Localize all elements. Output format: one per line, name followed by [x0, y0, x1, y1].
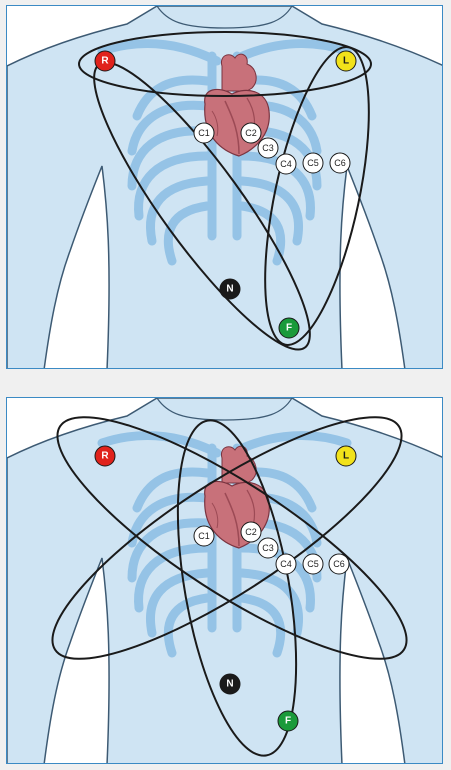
- limb-lead-F: F: [279, 318, 299, 338]
- chest-lead-C2: C2: [241, 522, 261, 542]
- torso-diagram-bottom: R L N F C1 C2 C3 C4: [7, 398, 443, 764]
- limb-lead-N: N: [220, 674, 240, 694]
- chest-lead-C5: C5: [303, 153, 323, 173]
- svg-text:F: F: [286, 323, 292, 334]
- svg-text:C6: C6: [333, 559, 345, 569]
- svg-text:C4: C4: [280, 159, 292, 169]
- chest-lead-C3: C3: [258, 138, 278, 158]
- svg-text:R: R: [101, 56, 109, 67]
- svg-text:C3: C3: [262, 543, 274, 553]
- chest-lead-C2: C2: [241, 123, 261, 143]
- chest-lead-C3: C3: [258, 538, 278, 558]
- limb-lead-L: L: [336, 51, 356, 71]
- svg-text:C1: C1: [198, 128, 210, 138]
- einthoven-triangle-panel: R L N F C1 C2 C3 C4: [6, 5, 443, 369]
- svg-text:L: L: [343, 451, 349, 462]
- svg-text:C2: C2: [245, 527, 257, 537]
- chest-lead-C1: C1: [194, 526, 214, 546]
- limb-lead-L: L: [336, 446, 356, 466]
- limb-lead-F: F: [278, 711, 298, 731]
- chest-lead-C4: C4: [276, 154, 296, 174]
- svg-text:C5: C5: [307, 158, 319, 168]
- svg-text:L: L: [343, 56, 349, 67]
- chest-lead-C5: C5: [303, 554, 323, 574]
- svg-text:R: R: [101, 451, 109, 462]
- limb-lead-R: R: [95, 51, 115, 71]
- augmented-leads-panel: R L N F C1 C2 C3 C4: [6, 397, 443, 764]
- svg-text:C2: C2: [245, 128, 257, 138]
- chest-lead-C6: C6: [329, 554, 349, 574]
- chest-lead-C4: C4: [276, 554, 296, 574]
- torso-diagram-top: R L N F C1 C2 C3 C4: [7, 6, 443, 369]
- svg-text:C5: C5: [307, 559, 319, 569]
- chest-lead-C6: C6: [330, 153, 350, 173]
- limb-lead-N: N: [220, 279, 240, 299]
- limb-lead-R: R: [95, 446, 115, 466]
- chest-lead-C1: C1: [194, 123, 214, 143]
- svg-text:N: N: [226, 679, 233, 690]
- svg-text:C3: C3: [262, 143, 274, 153]
- svg-text:C1: C1: [198, 531, 210, 541]
- svg-text:C6: C6: [334, 158, 346, 168]
- svg-text:C4: C4: [280, 559, 292, 569]
- svg-text:F: F: [285, 716, 291, 727]
- svg-text:N: N: [226, 284, 233, 295]
